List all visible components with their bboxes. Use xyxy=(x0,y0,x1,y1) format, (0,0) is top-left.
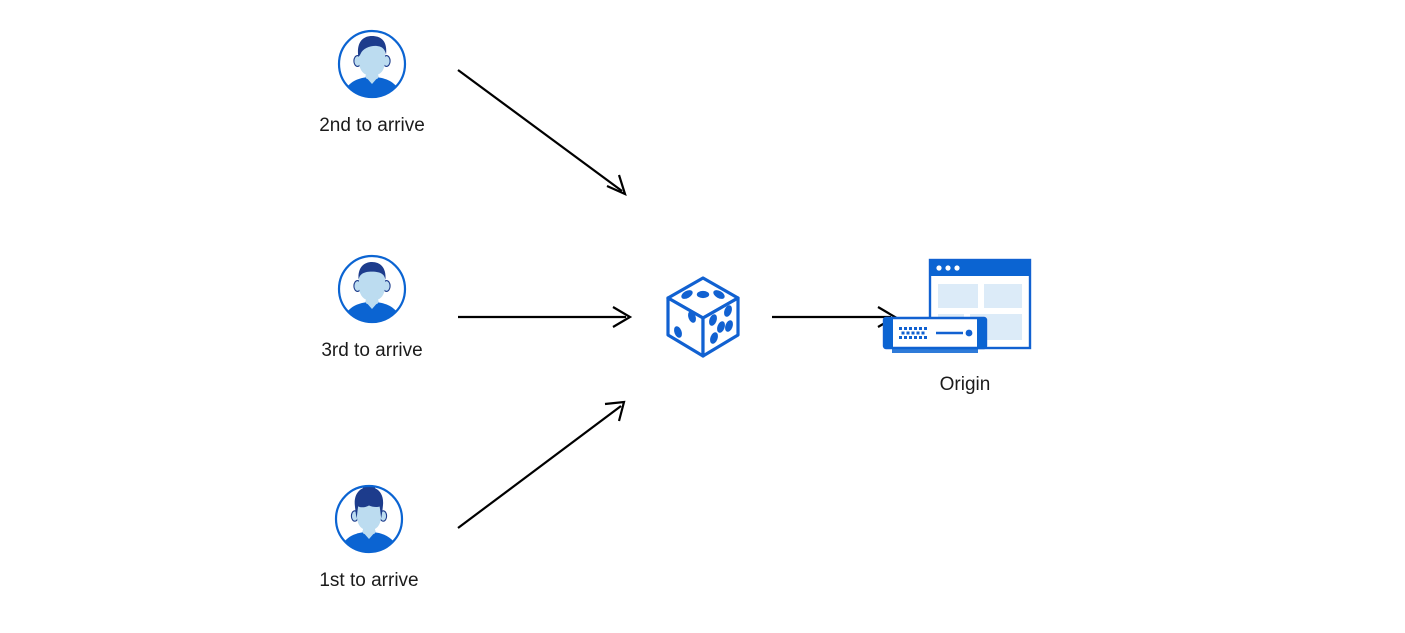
node-visitor-1st[interactable]: 1st to arrive xyxy=(294,483,444,590)
origin-server-icon xyxy=(870,258,1060,363)
node-randomizer[interactable] xyxy=(648,266,758,366)
user-avatar-icon xyxy=(333,483,405,555)
user-avatar-icon xyxy=(336,253,408,325)
node-label-origin: Origin xyxy=(939,374,991,395)
connector-1st-to-dice xyxy=(457,400,626,529)
node-origin[interactable]: Origin xyxy=(870,258,1060,394)
connector-3rd-to-dice xyxy=(458,306,633,328)
user-avatar-icon xyxy=(336,28,408,100)
node-label-visitor-1st: 1st to arrive xyxy=(319,570,419,591)
server-device xyxy=(882,316,988,353)
node-label-visitor-3rd: 3rd to arrive xyxy=(321,340,423,361)
node-visitor-2nd[interactable]: 2nd to arrive xyxy=(297,28,447,135)
connector-2nd-to-dice xyxy=(457,69,627,196)
node-visitor-3rd[interactable]: 3rd to arrive xyxy=(297,253,447,360)
node-label-visitor-2nd: 2nd to arrive xyxy=(319,115,425,136)
dice-cube-icon xyxy=(653,266,753,366)
